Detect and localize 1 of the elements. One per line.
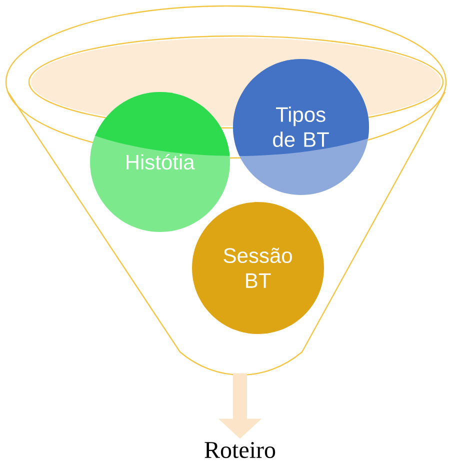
output-label: Roteiro <box>204 442 276 458</box>
